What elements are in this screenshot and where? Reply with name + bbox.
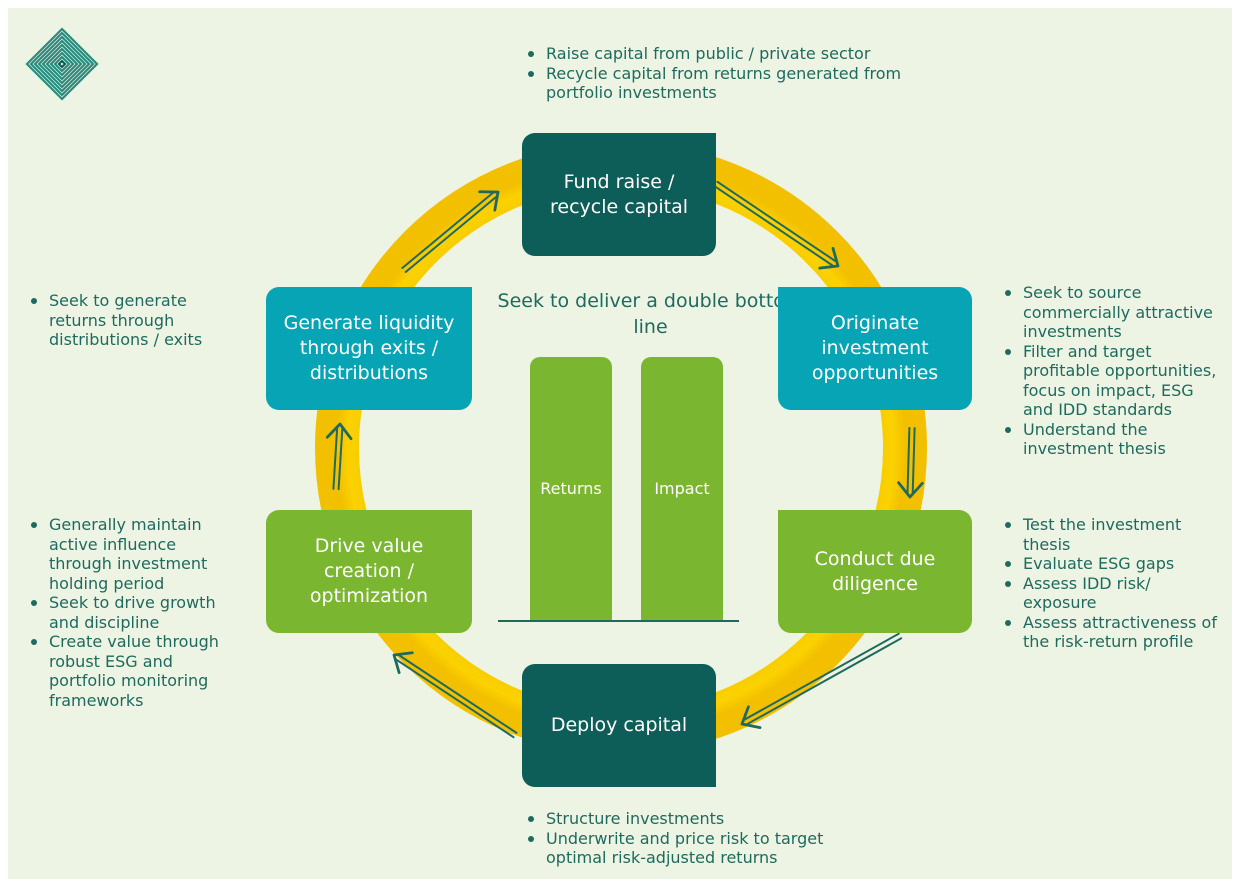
note-item: Understand the investment thesis <box>1003 420 1228 459</box>
cycle-arrow-icon <box>897 481 924 499</box>
arrow-shaft <box>744 637 903 726</box>
returns-label: Returns <box>540 479 602 498</box>
logo-diamond <box>53 55 71 73</box>
cycle-arrow-icon <box>325 422 353 441</box>
note-item: Assess attractiveness of the risk-return… <box>1003 613 1228 652</box>
note-item: Recycle capital from returns generated f… <box>526 64 906 103</box>
step-originate-label: Originate investment opportunities <box>811 312 939 384</box>
impact-bar: Impact <box>641 357 723 620</box>
arrow-shaft <box>337 426 344 491</box>
step-fund-raise-label: Fund raise / recycle capital <box>549 170 689 218</box>
logo-diamond <box>29 31 95 97</box>
notes-deploy: Structure investments Underwrite and pri… <box>526 809 846 868</box>
cycle-arrow-icon <box>818 246 840 270</box>
note-item: Test the investment thesis <box>1003 515 1228 554</box>
impact-label: Impact <box>654 479 710 498</box>
notes-fund-raise: Raise capital from public / private sect… <box>526 44 906 103</box>
step-due-diligence: Conduct due diligence <box>778 510 972 633</box>
note-item: Seek to drive growth and discipline <box>29 593 234 632</box>
returns-bar: Returns <box>530 357 612 620</box>
step-value-creation: Drive value creation / optimization <box>266 510 472 633</box>
arrow-shaft <box>394 657 515 739</box>
note-item: Underwrite and price risk to target opti… <box>526 829 846 868</box>
arrow-shaft <box>401 190 496 269</box>
notes-due-diligence: Test the investment thesis Evaluate ESG … <box>1003 515 1228 652</box>
arrow-shaft <box>742 632 900 722</box>
logo-diamond <box>41 43 83 85</box>
note-item: Seek to generate returns through distrib… <box>29 291 234 350</box>
arrow-shaft <box>713 185 836 268</box>
arrow-shaft <box>332 425 339 490</box>
note-item: Filter and target profitable opportuniti… <box>1003 342 1228 420</box>
center-title: Seek to deliver a double bottom line <box>497 290 804 338</box>
cycle-arrow-icon <box>478 190 500 212</box>
step-deploy-label: Deploy capital <box>550 714 688 736</box>
arrow-shaft <box>716 180 838 264</box>
note-item: Raise capital from public / private sect… <box>526 44 906 64</box>
logo-diamond <box>33 35 91 93</box>
cycle-arrow-icon <box>392 651 414 675</box>
notes-originate: Seek to source commercially attractive i… <box>1003 283 1228 459</box>
logo-diamond <box>45 47 79 81</box>
note-item: Evaluate ESG gaps <box>1003 554 1228 574</box>
logo-diamond <box>49 51 75 77</box>
arrow-shaft <box>396 653 518 734</box>
arrow-shaft <box>404 194 499 274</box>
step-fund-raise: Fund raise / recycle capital <box>522 133 716 256</box>
step-deploy: Deploy capital <box>522 664 716 787</box>
note-item: Seek to source commercially attractive i… <box>1003 283 1228 342</box>
step-originate: Originate investment opportunities <box>778 287 972 410</box>
arrow-shaft <box>906 426 911 495</box>
logo-diamond <box>37 39 87 89</box>
cycle-arrow-icon <box>740 705 762 729</box>
step-liquidity-label: Generate liquidity through exits / distr… <box>283 312 455 384</box>
logo-diamond <box>25 27 99 101</box>
step-due-diligence-label: Conduct due diligence <box>814 547 936 595</box>
step-value-creation-label: Drive value creation / optimization <box>309 535 429 607</box>
note-item: Generally maintain active influence thro… <box>29 515 234 593</box>
note-item: Create value through robust ESG and port… <box>29 632 234 710</box>
notes-value-creation: Generally maintain active influence thro… <box>29 515 234 710</box>
step-liquidity: Generate liquidity through exits / distr… <box>266 287 472 410</box>
note-item: Assess IDD risk/ exposure <box>1003 574 1228 613</box>
logo-diamond <box>57 59 67 69</box>
arrow-shaft <box>911 427 916 496</box>
note-item: Structure investments <box>526 809 846 829</box>
bars-baseline <box>498 620 739 622</box>
notes-liquidity: Seek to generate returns through distrib… <box>29 291 234 350</box>
